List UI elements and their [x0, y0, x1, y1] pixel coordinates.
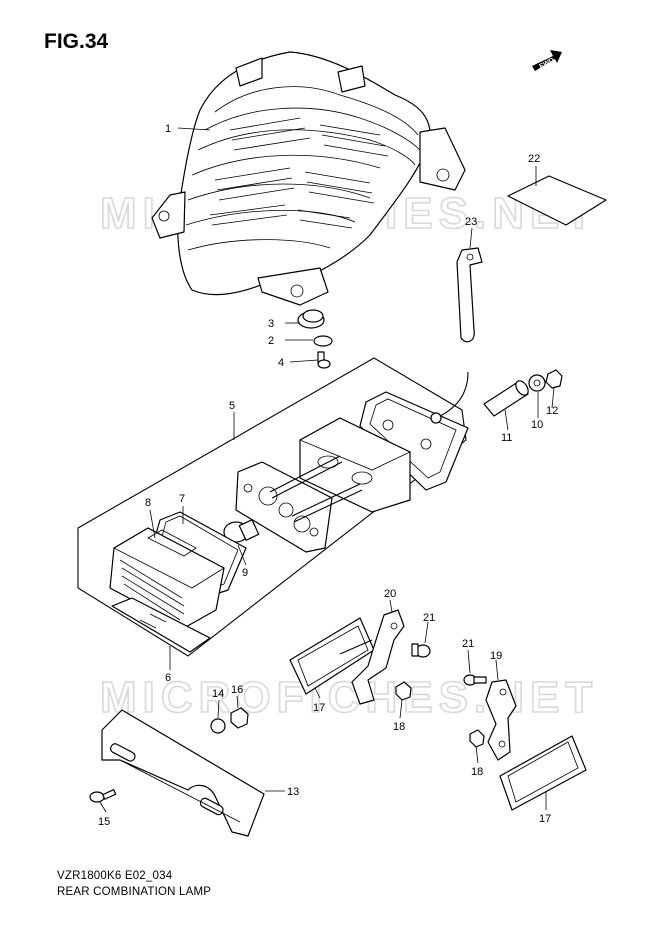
- reflector-bracket-20: [339, 609, 405, 705]
- washer-14: [210, 718, 226, 734]
- nut-16: [230, 707, 249, 729]
- callout-17-b: 17: [539, 813, 551, 825]
- tail-lamp-housing: [151, 51, 466, 306]
- callout-8: 8: [145, 497, 151, 509]
- callout-21-b: 21: [462, 638, 474, 650]
- callout-19: 19: [490, 650, 502, 662]
- reflector-bracket-19: [485, 679, 517, 761]
- leader-lines: [99, 127, 555, 813]
- figure-title: FIG.34: [44, 30, 109, 53]
- bulb: [223, 519, 260, 543]
- watermark-bottom: MICROFICHES.NET: [100, 673, 598, 722]
- callout-13: 13: [287, 786, 299, 798]
- callout-7: 7: [179, 493, 185, 505]
- lens-plate: [111, 597, 211, 653]
- fwd-label: FWD: [538, 57, 555, 71]
- bolt-21-b: [463, 674, 487, 686]
- callout-12: 12: [546, 405, 558, 417]
- model-code: VZR1800K6 E02_034: [57, 870, 173, 882]
- callout-20: 20: [384, 588, 396, 600]
- callout-15: 15: [98, 816, 110, 828]
- callout-6: 6: [165, 672, 171, 684]
- callout-1: 1: [165, 123, 171, 135]
- callout-9: 9: [242, 567, 248, 579]
- socket-plate: [235, 455, 363, 553]
- callout-18-a: 18: [393, 721, 405, 733]
- nut-18-b: [469, 729, 485, 748]
- assembly-boundary: [77, 357, 467, 657]
- bracket-strap: [456, 247, 483, 343]
- screw: [317, 351, 331, 369]
- callout-10: 10: [531, 419, 543, 431]
- callout-22: 22: [528, 153, 540, 165]
- license-bracket: [101, 709, 265, 837]
- callout-4: 4: [278, 357, 284, 369]
- callout-3: 3: [268, 318, 274, 330]
- bolt-21-a: [411, 643, 431, 658]
- figure-caption: REAR COMBINATION LAMP: [57, 886, 212, 898]
- nut-12: [545, 369, 563, 389]
- caution-label: [507, 175, 607, 226]
- callout-18-b: 18: [471, 766, 483, 778]
- callout-23: 23: [465, 216, 477, 228]
- callout-11: 11: [501, 432, 512, 444]
- callout-5: 5: [229, 400, 235, 412]
- spacer-sleeve: [483, 380, 529, 417]
- washer: [313, 335, 333, 347]
- callout-21-a: 21: [423, 612, 435, 624]
- callout-2: 2: [268, 335, 274, 347]
- grommet: [297, 309, 325, 329]
- callout-16: 16: [231, 684, 243, 696]
- reflector-right: [499, 735, 587, 811]
- fwd-arrow-icon: FWD: [532, 50, 562, 71]
- callout-17-a: 17: [313, 702, 325, 714]
- washer-10: [528, 374, 546, 392]
- wire-connector: [430, 412, 442, 424]
- nut-18-a: [395, 681, 412, 701]
- callout-labels: 1 2 3 4 5 6 7 8 9 10 11 12 13 14 15 16 1…: [98, 123, 558, 828]
- callout-14: 14: [212, 688, 224, 700]
- screw-15: [89, 789, 117, 803]
- cushion-block: [299, 417, 411, 513]
